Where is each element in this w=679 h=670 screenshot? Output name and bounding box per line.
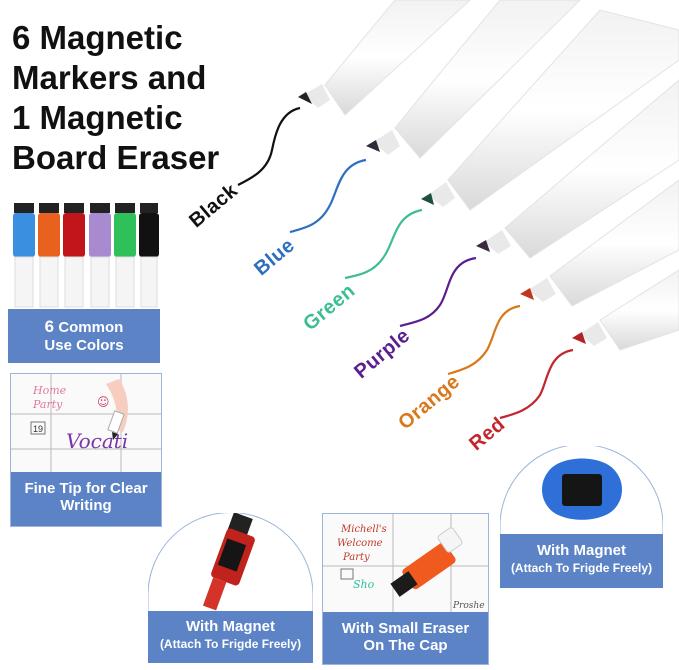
headline-line: Board Eraser	[12, 139, 220, 176]
svg-text:Home: Home	[32, 384, 67, 397]
panel-eraser: With Magnet (Attach To Frigde Freely)	[500, 446, 663, 588]
caption-text: Fine Tip for Clear	[24, 480, 148, 497]
squiggle-red	[499, 348, 574, 420]
caption-text: Writing	[60, 497, 112, 514]
mini-markers	[13, 203, 159, 308]
svg-text:Party: Party	[32, 398, 63, 411]
caption-sub: (Attach To Frigde Freely)	[510, 561, 653, 575]
panel-eraser-caption: With Magnet (Attach To Frigde Freely)	[500, 534, 663, 588]
marker-red	[572, 269, 679, 351]
panel-cap-caption: With Magnet (Attach To Frigde Freely)	[148, 611, 313, 663]
panel-fine-tip: 19 Home Party ☺ Vocati Fine Tip for Clea…	[10, 373, 162, 527]
squiggle-purple	[399, 256, 477, 328]
caption-text: Use Colors	[44, 337, 124, 354]
caption-text: With Small Eraser	[341, 620, 470, 637]
caption-sub: (Attach To Frigde Freely)	[159, 637, 302, 651]
caption-number: 6	[44, 317, 55, 336]
handwriting: Vocati	[66, 429, 129, 453]
squiggle-blue	[289, 158, 367, 234]
marker-blue	[366, 0, 581, 159]
svg-text:Welcome: Welcome	[337, 538, 383, 549]
headline: 6 Magnetic Markers and 1 Magnetic Board …	[12, 18, 272, 178]
panel-colors-caption: 6 Common Use Colors	[8, 309, 160, 363]
headline-line: 1 Magnetic	[12, 99, 183, 136]
calendar-illustration: 19 Home Party ☺	[11, 374, 161, 472]
svg-text:☺: ☺	[97, 395, 110, 409]
svg-text:Sho: Sho	[353, 578, 375, 591]
panel-small-eraser: Michell's Welcome Party Sho Proshe With …	[322, 513, 489, 665]
panel-cap-magnet: With Magnet (Attach To Frigde Freely)	[148, 513, 313, 663]
panel-colors: 6 Common Use Colors	[8, 195, 160, 363]
caption-text: On The Cap	[363, 637, 448, 654]
svg-text:19: 19	[33, 424, 43, 434]
headline-line: Markers and	[12, 59, 207, 96]
marker-black	[298, 0, 471, 116]
marker-cap-icon	[202, 513, 255, 611]
squiggle-green	[344, 208, 423, 280]
caption-title: With Magnet	[185, 618, 276, 635]
calendar-eraser-illustration: Michell's Welcome Party Sho Proshe	[323, 514, 488, 612]
squiggle-black	[237, 106, 301, 186]
squiggle-orange	[447, 304, 521, 376]
marker-green	[421, 9, 679, 211]
marker-orange	[520, 179, 679, 307]
panel-fine-tip-caption: Fine Tip for Clear Writing	[11, 472, 161, 526]
caption-text: Common	[58, 319, 124, 336]
svg-text:Michell's: Michell's	[340, 524, 387, 535]
headline-line: 6 Magnetic	[12, 19, 183, 56]
eraser-icon	[542, 458, 622, 520]
marker-purple	[476, 79, 679, 259]
svg-text:Party: Party	[342, 552, 370, 563]
svg-text:Proshe: Proshe	[452, 601, 485, 611]
caption-title: With Magnet	[536, 542, 627, 559]
panel-small-eraser-caption: With Small Eraser On The Cap	[323, 612, 488, 664]
